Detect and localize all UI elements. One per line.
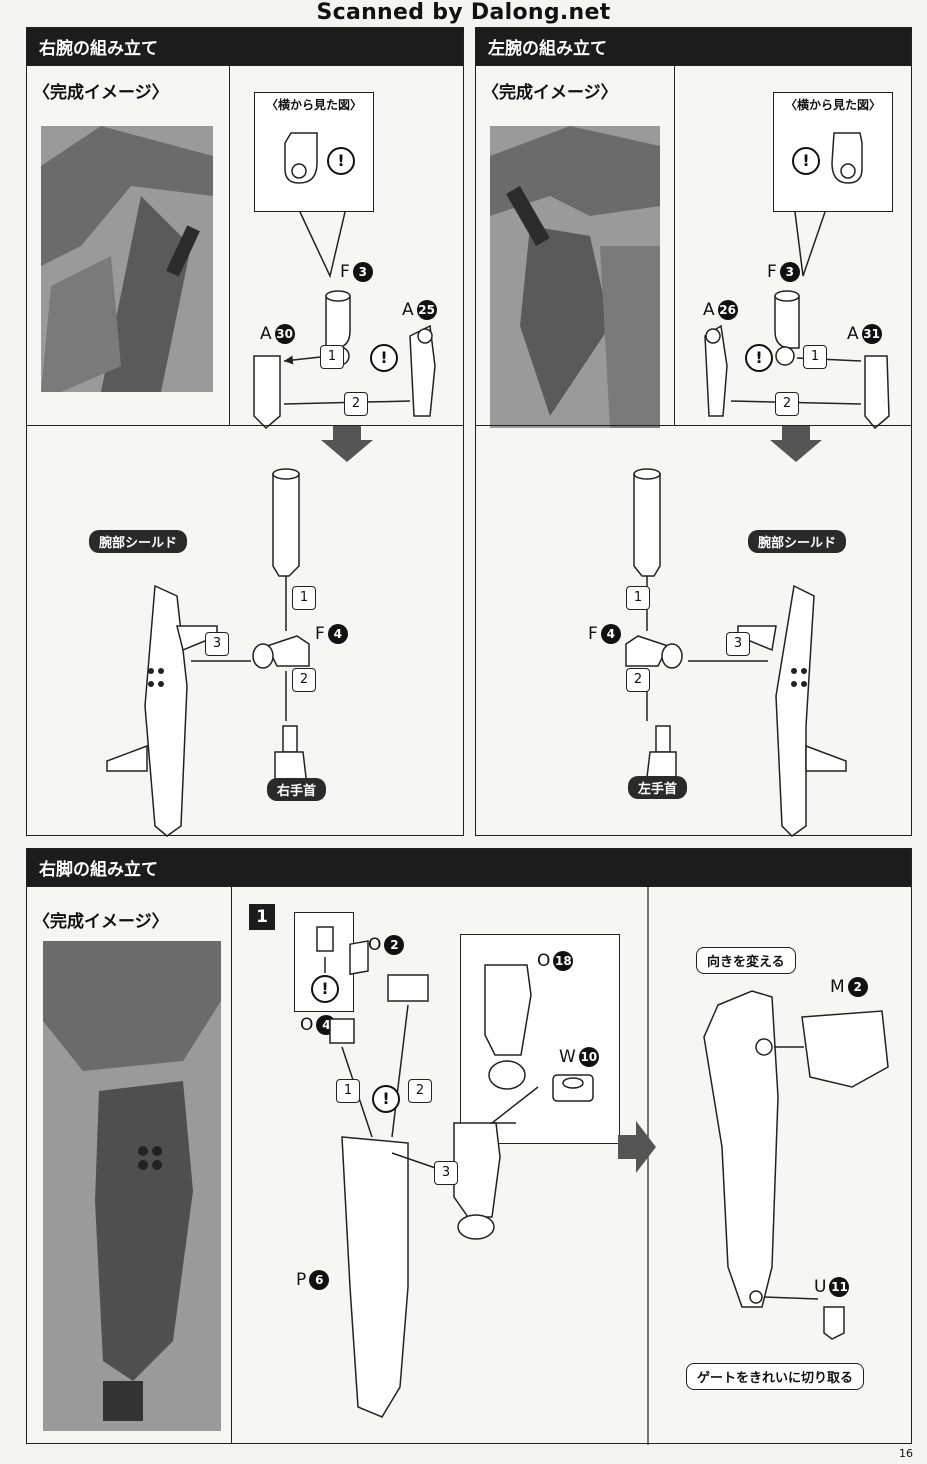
section-header-bar: 右脚の組み立て bbox=[27, 849, 911, 887]
complete-image-label: 〈完成イメージ〉 bbox=[33, 83, 169, 103]
gate-cut-label: ゲートをきれいに切り取る bbox=[686, 1363, 865, 1390]
side-view-label: 〈横から見た図〉 bbox=[265, 98, 362, 112]
shield-label: 腕部シールド bbox=[748, 530, 847, 553]
step-marker-3: 3 bbox=[434, 1161, 458, 1185]
step-marker-1: 1 bbox=[336, 1079, 360, 1103]
section-title: 右腕の組み立て bbox=[39, 39, 158, 59]
right-arm-panel: 右腕の組み立て 〈完成イメージ〉 〈横から見た図〉 ! bbox=[26, 27, 464, 837]
complete-image-box: 〈完成イメージ〉 bbox=[475, 65, 675, 428]
warning-icon: ! bbox=[327, 147, 355, 175]
shield-assembly-diagram bbox=[106, 426, 373, 837]
step-marker-2: 2 bbox=[344, 392, 368, 416]
sub-assembly-parts bbox=[484, 964, 594, 1102]
complete-image-box: 〈完成イメージ〉 bbox=[26, 65, 230, 426]
side-view-part bbox=[284, 132, 318, 184]
warning-icon: ! bbox=[372, 1085, 400, 1113]
shield-label: 腕部シールド bbox=[89, 530, 188, 553]
side-view-part bbox=[831, 132, 863, 184]
turn-direction-label: 向きを変える bbox=[696, 947, 796, 974]
step-marker-3: 3 bbox=[205, 632, 229, 656]
step-marker-3: 3 bbox=[726, 632, 750, 656]
complete-image-photo bbox=[41, 126, 213, 392]
section-title: 左腕の組み立て bbox=[488, 39, 607, 59]
warning-icon: ! bbox=[792, 147, 820, 175]
arm-parts-diagram bbox=[704, 211, 890, 430]
step-marker-2: 2 bbox=[626, 668, 650, 692]
step-marker-1: 1 bbox=[626, 586, 650, 610]
step-marker-1: 1 bbox=[292, 586, 316, 610]
arm-photo-shapes bbox=[41, 126, 213, 392]
step-marker-2: 2 bbox=[775, 392, 799, 416]
shield-assembly-diagram bbox=[625, 426, 847, 837]
complete-image-photo bbox=[490, 126, 660, 428]
section-header-bar: 左腕の組み立て bbox=[476, 28, 911, 66]
warning-icon: ! bbox=[745, 344, 773, 372]
detail-part bbox=[316, 926, 334, 973]
complete-image-label: 〈完成イメージ〉 bbox=[33, 912, 169, 932]
step-number: 1 bbox=[249, 904, 275, 930]
complete-image-box: 〈完成イメージ〉 bbox=[26, 886, 232, 1444]
step-marker-1: 1 bbox=[803, 345, 827, 369]
complete-image-label: 〈完成イメージ〉 bbox=[482, 83, 618, 103]
watermark: Scanned by Dalong.net bbox=[316, 0, 611, 25]
section-title: 右脚の組み立て bbox=[39, 860, 158, 880]
leg-photo-shapes bbox=[43, 941, 221, 1421]
arm-photo-shapes bbox=[490, 126, 660, 428]
warning-icon: ! bbox=[370, 344, 398, 372]
left-arm-panel: 左腕の組み立て 〈完成イメージ〉 〈横から見た図〉 ! bbox=[475, 27, 912, 837]
leg-assembly-diagram bbox=[329, 887, 889, 1445]
complete-image-photo bbox=[43, 941, 221, 1431]
arm-parts-diagram bbox=[253, 211, 436, 430]
warning-icon: ! bbox=[311, 975, 339, 1003]
page-number: 16 bbox=[899, 1447, 913, 1460]
side-view-callout: 〈横から見た図〉 ! bbox=[254, 92, 374, 212]
wrist-label: 右手首 bbox=[267, 778, 327, 801]
side-view-callout: 〈横から見た図〉 ! bbox=[773, 92, 893, 212]
step-marker-2: 2 bbox=[408, 1079, 432, 1103]
section-header-bar: 右腕の組み立て bbox=[27, 28, 463, 66]
step-marker-2: 2 bbox=[292, 668, 316, 692]
step-marker-1: 1 bbox=[320, 345, 344, 369]
wrist-label: 左手首 bbox=[628, 776, 688, 799]
side-view-label: 〈横から見た図〉 bbox=[784, 98, 881, 112]
